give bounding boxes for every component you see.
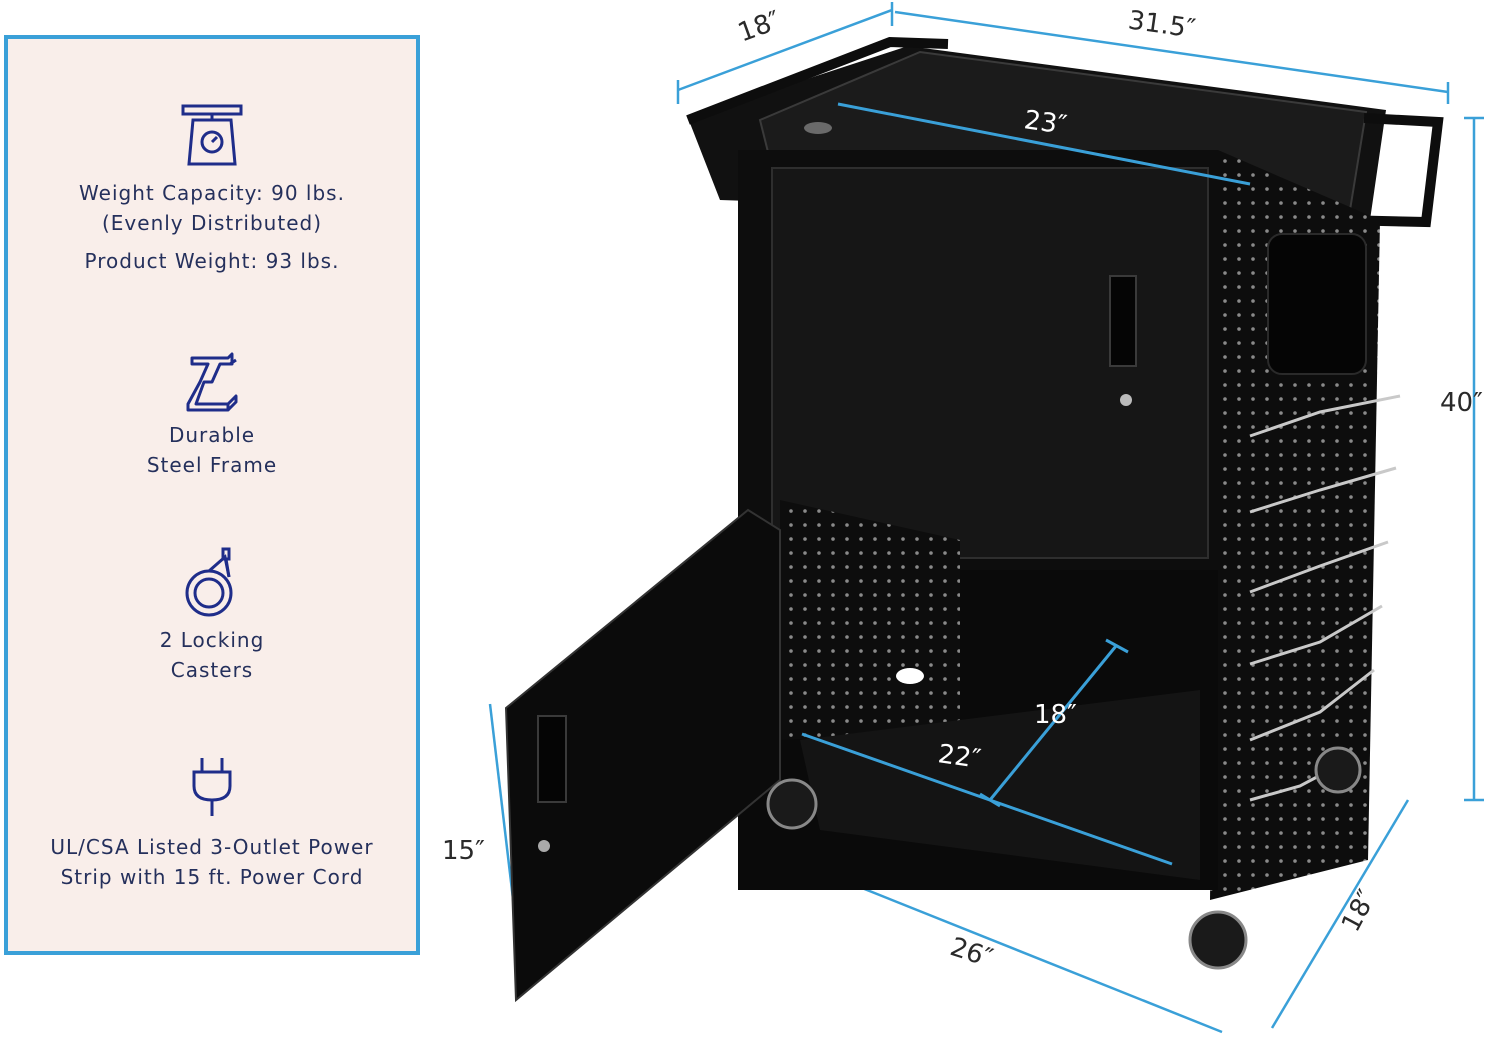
caster-wheel-icon [185, 547, 233, 617]
feature-power-line-2: Strip with 15 ft. Power Cord [60, 865, 364, 889]
interior-dimension-lines [801, 102, 1251, 866]
scale-icon [181, 104, 243, 166]
dim-door-height: 15″ [442, 836, 485, 866]
feature-steel-line-1: Durable [168, 423, 256, 447]
power-plug-icon [192, 758, 232, 816]
dim-bottom-depth: 18″ [1034, 700, 1077, 730]
features-panel: Weight Capacity: 90 lbs. (Evenly Distrib… [4, 35, 420, 955]
feature-casters: 2 Locking Casters [8, 547, 416, 685]
dimension-lines [488, 2, 1484, 1034]
feature-weight: Weight Capacity: 90 lbs. (Evenly Distrib… [8, 102, 416, 276]
feature-power-line-1: UL/CSA Listed 3-Outlet Power [50, 835, 374, 859]
cart [504, 36, 1444, 1003]
dim-height: 40″ [1440, 388, 1483, 418]
dim-shelf-top: 23″ [1022, 105, 1069, 141]
feature-steel: Durable Steel Frame [8, 352, 416, 480]
cart-illustration [488, 2, 1484, 1034]
feature-casters-line-2: Casters [170, 658, 254, 682]
feature-steel-line-2: Steel Frame [146, 453, 278, 477]
feature-weight-line-1: Weight Capacity: 90 lbs. [79, 181, 345, 205]
feature-casters-line-1: 2 Locking [159, 628, 265, 652]
feature-weight-line-2: (Evenly Distributed) [101, 211, 323, 235]
feature-power: UL/CSA Listed 3-Outlet Power Strip with … [8, 756, 416, 892]
dim-bottom-width: 22″ [936, 739, 983, 775]
steel-beam-icon [186, 352, 238, 412]
product-diagram: 18″ 31.5″ 23″ 40″ 18″ 22″ 26″ 18″ 15″ [420, 0, 1500, 1036]
feature-product-weight: Product Weight: 93 lbs. [84, 249, 340, 273]
